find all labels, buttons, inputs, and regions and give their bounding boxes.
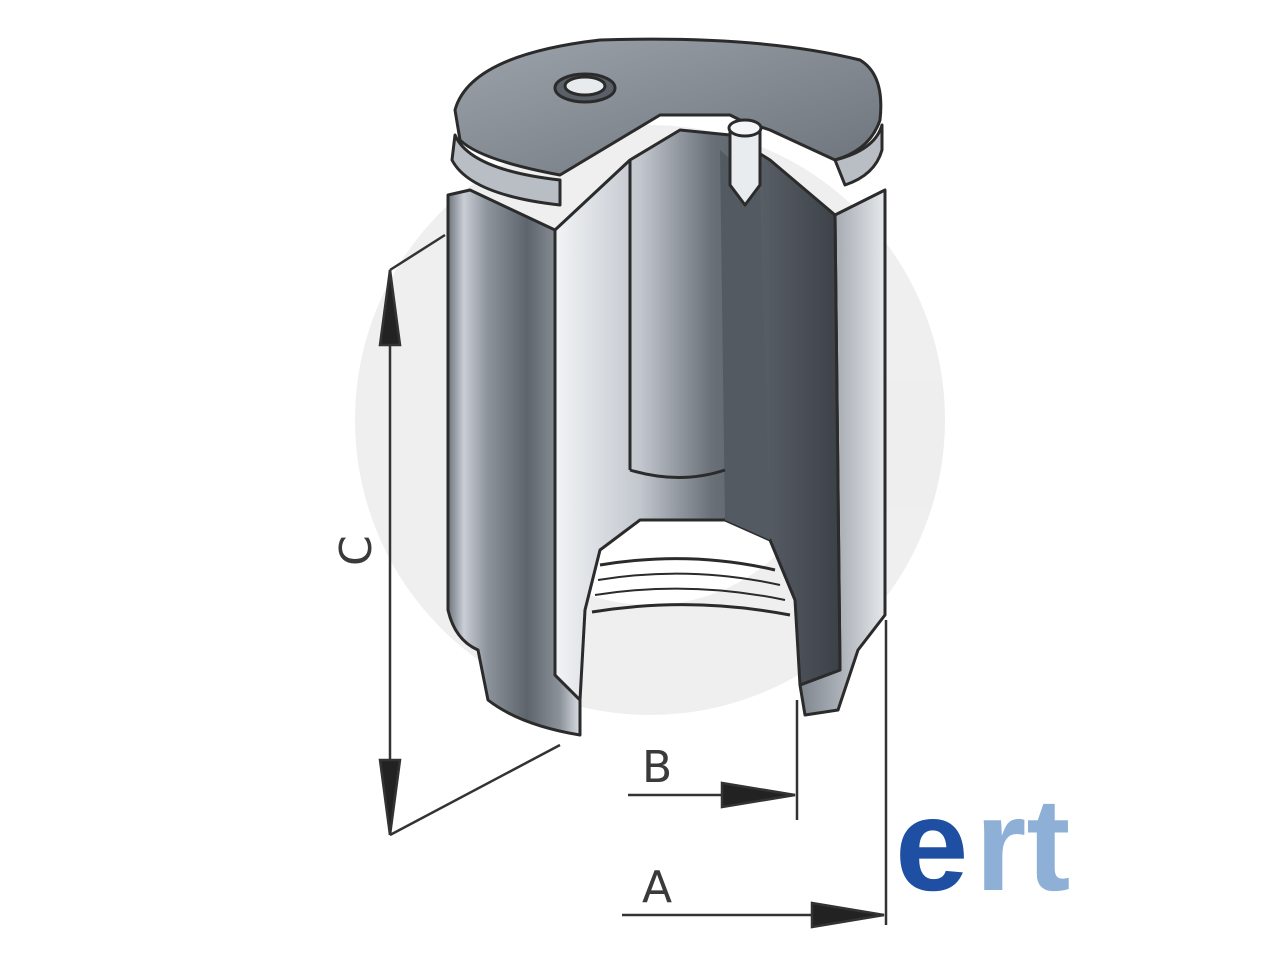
logo-rt: rt xyxy=(975,771,1070,918)
dimension-c-label: C xyxy=(331,535,382,566)
dimension-b-label: B xyxy=(642,742,672,793)
ert-logo: e rt xyxy=(895,771,1070,918)
dimension-a xyxy=(622,620,888,929)
dimension-b xyxy=(628,700,799,820)
dimension-a-label: A xyxy=(642,862,672,913)
logo-e: e xyxy=(895,771,968,918)
dimension-c xyxy=(378,233,561,837)
piston-body xyxy=(446,37,887,737)
